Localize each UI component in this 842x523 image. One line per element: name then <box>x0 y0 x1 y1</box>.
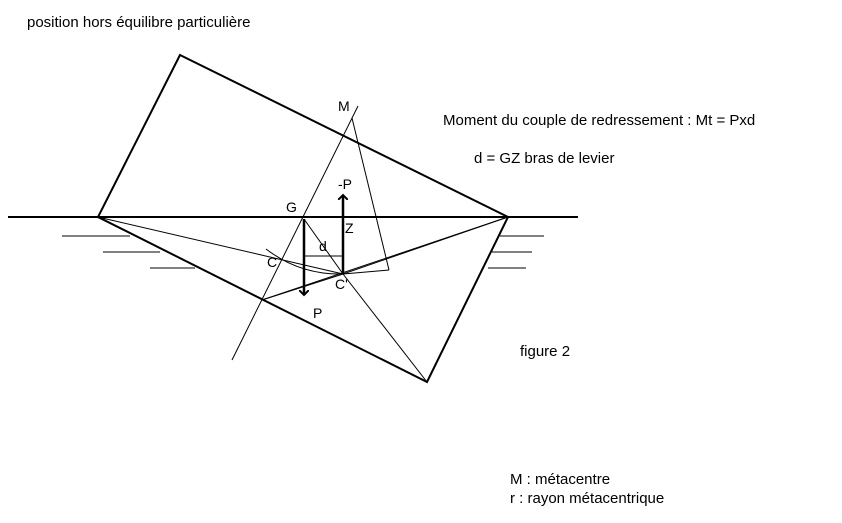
label-c-prime: C' <box>335 276 348 292</box>
hull-rectangle <box>96 53 510 384</box>
label-g: G <box>286 199 297 215</box>
legend-metacentre: M : métacentre <box>510 471 611 488</box>
diagram-title: position hors équilibre particulière <box>27 14 251 31</box>
label-z: Z <box>345 220 354 236</box>
label-p: P <box>313 305 322 321</box>
water-hatching <box>62 235 544 269</box>
construction-lines <box>97 105 509 383</box>
label-minus-p: -P <box>338 176 352 192</box>
legend-metacentric-radius: r : rayon métacentrique <box>510 490 665 507</box>
figure-caption: figure 2 <box>520 343 571 360</box>
label-d: d <box>319 238 327 254</box>
label-c: C <box>267 254 277 270</box>
moment-formula: Moment du couple de redressement : Mt = … <box>443 112 756 129</box>
label-m: M <box>338 98 350 114</box>
lever-arm-formula: d = GZ bras de levier <box>474 150 615 167</box>
